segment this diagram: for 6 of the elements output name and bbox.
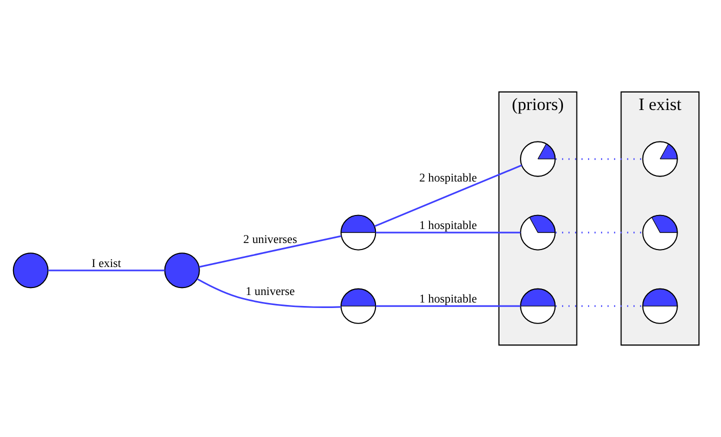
edge-label: I exist [92, 256, 122, 270]
edge-label: 2 universes [243, 232, 298, 246]
edge-label: 1 hospitable [419, 218, 477, 232]
edge-label: 1 universe [246, 284, 295, 298]
edge-label: 2 hospitable [419, 170, 477, 185]
edge-label: 1 hospitable [419, 292, 477, 306]
